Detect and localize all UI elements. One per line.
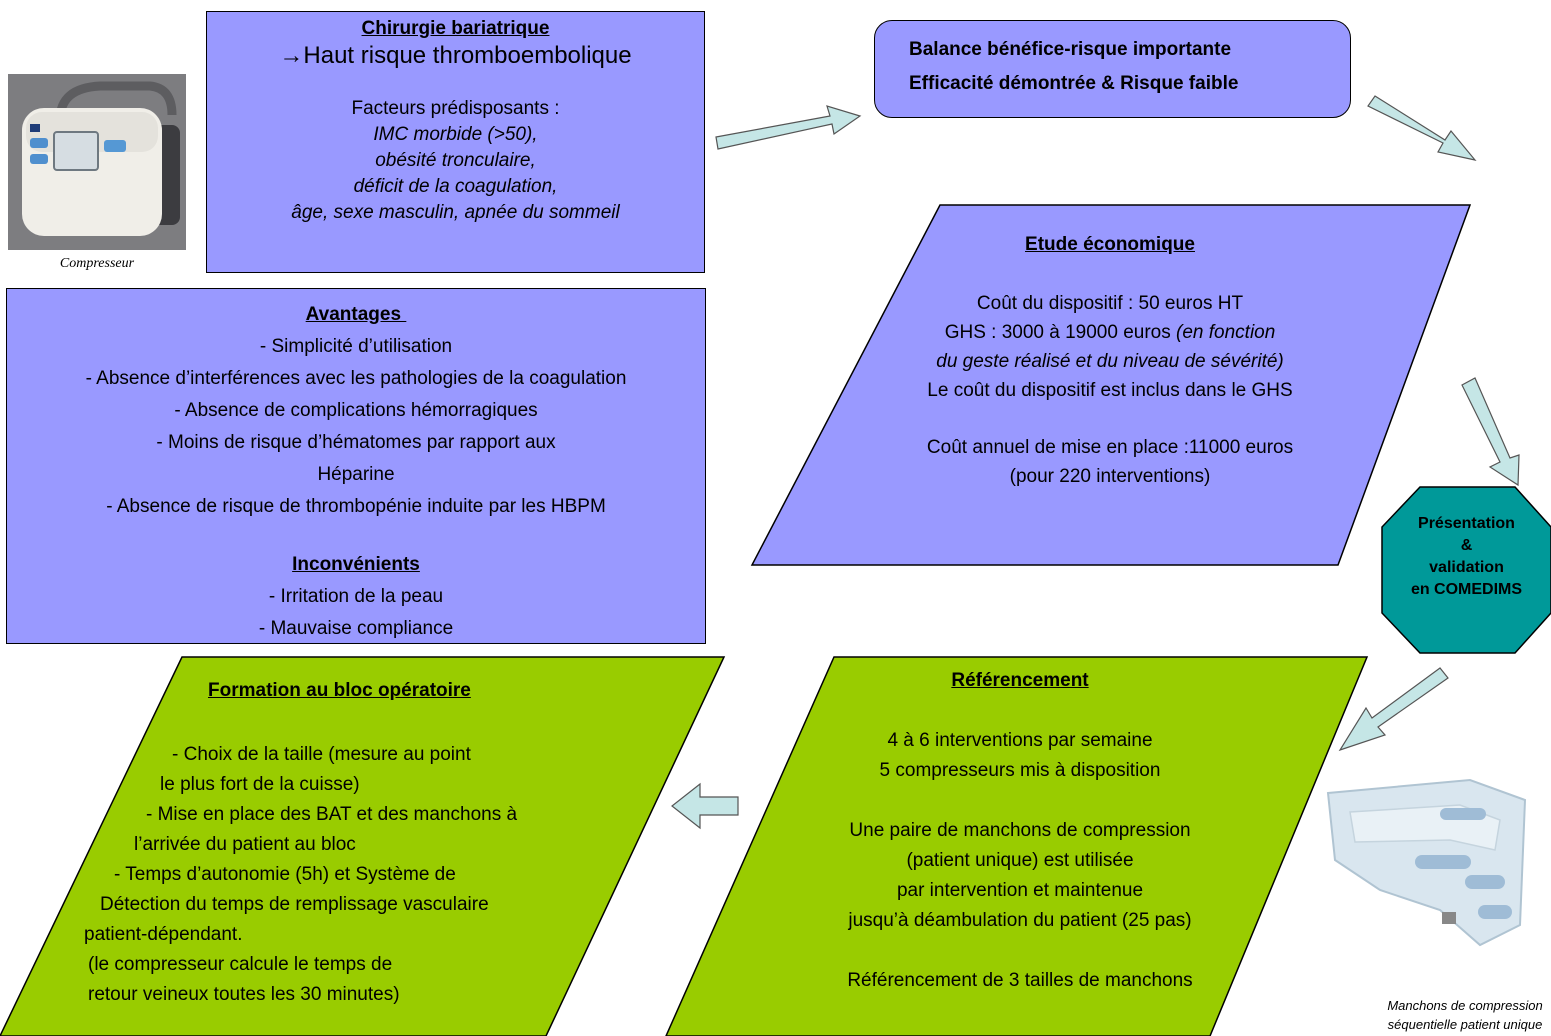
formation-content: - Choix de la taille (mesure au point le… bbox=[0, 740, 640, 1010]
etude-parallelogram bbox=[750, 204, 1472, 566]
formation-line: patient-dépendant. bbox=[84, 924, 243, 945]
etude-content: Etude économique Coût du dispositif : 50… bbox=[860, 230, 1360, 491]
referencement-spacer bbox=[770, 936, 1270, 966]
arrow-to-comedims bbox=[1461, 377, 1520, 487]
referencement-line: 4 à 6 interventions par semaine bbox=[887, 730, 1153, 751]
chirurgie-headline: →Haut risque thromboembolique bbox=[279, 42, 632, 69]
balance-box: Balance bénéfice-risque importante Effic… bbox=[874, 20, 1351, 118]
etude-annuel: Coût annuel de mise en place :11000 euro… bbox=[926, 437, 1294, 458]
arrow-to-etude bbox=[1367, 95, 1477, 161]
factor-item: obésité tronculaire, bbox=[375, 150, 536, 171]
arrow-to-formation bbox=[671, 782, 739, 830]
factors-list: IMC morbide (>50), obésité tronculaire, … bbox=[207, 122, 704, 226]
compressor-caption: Compresseur bbox=[59, 256, 135, 271]
etude-interventions: (pour 220 interventions) bbox=[1009, 466, 1211, 487]
etude-title: Etude économique bbox=[1025, 234, 1195, 255]
manchons-caption-line: Manchons de compression bbox=[1387, 998, 1543, 1013]
arrow-to-referencement bbox=[1338, 667, 1449, 752]
referencement-line: Référencement de 3 tailles de manchons bbox=[847, 970, 1193, 991]
compressor-image bbox=[8, 74, 186, 250]
referencement-line: Une paire de manchons de compression bbox=[849, 820, 1191, 841]
referencement-line: (patient unique) est utilisée bbox=[906, 850, 1134, 871]
balance-line-2: Efficacité démontrée & Risque faible bbox=[909, 73, 1239, 94]
comedims-text: Présentation & validation en COMEDIMS bbox=[1382, 513, 1551, 601]
inconvenient-item: - Irritation de la peau bbox=[268, 586, 444, 607]
factors-label: Facteurs prédisposants : bbox=[351, 98, 560, 119]
etude-ghs-note-1: (en fonction bbox=[1176, 322, 1276, 343]
factor-item: déficit de la coagulation, bbox=[353, 176, 558, 197]
etude-ghs-note-2: du geste réalisé et du niveau de sévérit… bbox=[936, 351, 1284, 372]
etude-ghs-line: GHS : 3000 à 19000 euros (en fonction bbox=[860, 318, 1360, 347]
manchons-caption-2: séquentielle patient unique bbox=[1380, 1016, 1550, 1034]
referencement-title: Référencement bbox=[951, 670, 1089, 691]
referencement-parallelogram bbox=[665, 656, 1369, 1036]
factor-item: âge, sexe masculin, apnée du sommeil bbox=[291, 202, 620, 223]
formation-line: le plus fort de la cuisse) bbox=[160, 774, 360, 795]
formation-title: Formation au bloc opératoire bbox=[208, 680, 471, 701]
avantage-item: - Moins de risque d’hématomes par rappor… bbox=[156, 432, 556, 453]
avantages-box: Avantages - Simplicité d’utilisation - A… bbox=[6, 288, 706, 644]
referencement-line: jusqu’à déambulation du patient (25 pas) bbox=[848, 910, 1192, 931]
chirurgie-title: Chirurgie bariatrique bbox=[361, 18, 550, 39]
comedims-line: en COMEDIMS bbox=[1410, 581, 1523, 598]
formation-line: - Mise en place des BAT et des manchons … bbox=[146, 804, 518, 825]
referencement-line: par intervention et maintenue bbox=[896, 880, 1144, 901]
comedims-line: & bbox=[1460, 537, 1473, 554]
formation-line: - Choix de la taille (mesure au point bbox=[172, 744, 471, 765]
etude-inclus: Le coût du dispositif est inclus dans le… bbox=[927, 380, 1293, 401]
avantage-item: Héparine bbox=[317, 464, 395, 485]
inconvenients-title: Inconvénients bbox=[292, 554, 420, 575]
arrow-to-balance bbox=[715, 105, 862, 150]
formation-parallelogram bbox=[0, 656, 726, 1036]
formation-line: l’arrivée du patient au bloc bbox=[134, 834, 356, 855]
avantage-item: - Absence de risque de thrombopénie indu… bbox=[106, 496, 606, 517]
formation-line: retour veineux toutes les 30 minutes) bbox=[88, 984, 400, 1005]
referencement-content: Référencement 4 à 6 interventions par se… bbox=[770, 666, 1270, 996]
inconvenient-item: - Mauvaise compliance bbox=[258, 618, 454, 639]
formation-line: (le compresseur calcule le temps de bbox=[88, 954, 393, 975]
comedims-octagon bbox=[1381, 486, 1551, 654]
manchons-caption-line: séquentielle patient unique bbox=[1387, 1017, 1543, 1032]
avantage-item: - Simplicité d’utilisation bbox=[259, 336, 453, 357]
factor-item: IMC morbide (>50), bbox=[373, 124, 538, 145]
avantages-title: Avantages bbox=[305, 304, 407, 325]
formation-line: Détection du temps de remplissage vascul… bbox=[100, 894, 489, 915]
comedims-line: validation bbox=[1429, 559, 1504, 576]
referencement-line: 5 compresseurs mis à disposition bbox=[879, 760, 1161, 781]
comedims-line: Présentation bbox=[1418, 515, 1515, 532]
formation-line: - Temps d’autonomie (5h) et Système de bbox=[114, 864, 456, 885]
manchons-image bbox=[1326, 778, 1527, 947]
balance-line-1: Balance bénéfice-risque importante bbox=[909, 39, 1232, 60]
etude-cout: Coût du dispositif : 50 euros HT bbox=[976, 293, 1244, 314]
avantage-item: - Absence d’interférences avec les patho… bbox=[85, 368, 627, 389]
chirurgie-box: Chirurgie bariatrique →Haut risque throm… bbox=[206, 11, 705, 273]
referencement-spacer bbox=[770, 786, 1270, 816]
manchons-caption: Manchons de compression bbox=[1380, 990, 1550, 1022]
etude-ghs: GHS : 3000 à 19000 euros bbox=[944, 322, 1177, 343]
avantage-item: - Absence de complications hémorragiques bbox=[174, 400, 538, 421]
